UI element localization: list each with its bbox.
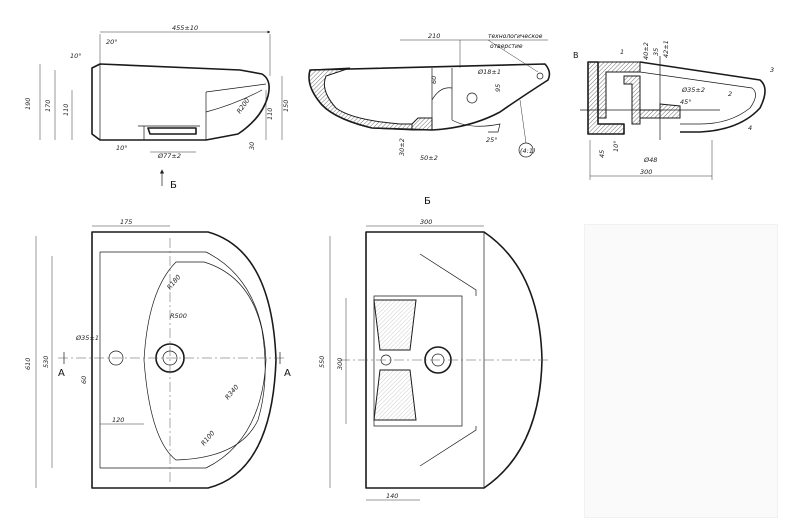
section-b-title: Б <box>424 196 431 207</box>
dim-120: 120 <box>112 416 124 424</box>
dim-300-vertical: 300 <box>336 358 344 370</box>
dim-45: 45 <box>598 150 606 158</box>
dim-r100: R100 <box>199 429 216 447</box>
dim-h190: 190 <box>24 98 32 110</box>
tech-note-2: отверстие <box>490 43 523 50</box>
num-1: 1 <box>620 48 624 56</box>
dim-dia77: Ø77±2 <box>157 152 181 160</box>
num-3: 3 <box>770 66 774 74</box>
dim-angle-top: 20° <box>106 38 118 46</box>
dim-530: 530 <box>42 356 50 368</box>
blank-panel <box>584 224 778 518</box>
bottom-view: 300 550 300 140 <box>318 218 550 501</box>
dim-h110-right: 110 <box>266 108 274 120</box>
dim-210: 210 <box>428 32 440 40</box>
dim-h110: 110 <box>62 104 70 116</box>
dim-10-bottom: 10° <box>116 144 128 152</box>
section-mark-a-left: A <box>58 368 65 379</box>
detail-scale: (4:1) <box>520 147 536 155</box>
section-a-view: В 1 2 3 4 40±2 35 42±1 Ø35±2 45° 45 10° … <box>573 40 774 180</box>
dim-60-top: 60 <box>80 376 88 384</box>
dim-dia48: Ø48 <box>643 156 657 164</box>
section-arrow-b: Б <box>170 180 177 191</box>
dim-42: 42±1 <box>662 40 670 58</box>
dim-h150-right: 150 <box>282 100 290 112</box>
dim-10-top: 10° <box>70 52 82 60</box>
label-v: В <box>573 51 579 60</box>
dim-dia35: Ø35±2 <box>681 86 705 94</box>
dim-610: 610 <box>24 358 32 370</box>
dim-300-bottom: 300 <box>420 218 432 226</box>
top-view: A A 175 610 530 Ø35±1 60 120 R180 R500 R… <box>24 218 291 489</box>
dim-50-2: 50±2 <box>420 154 438 162</box>
section-mark-a-right: A <box>284 368 291 379</box>
dim-r340: R340 <box>223 383 240 401</box>
tech-note-1: технологическое <box>488 33 543 40</box>
section-b-view: 210 технологическое отверстие Ø18±1 60 9… <box>308 32 551 207</box>
dim-a25: 25° <box>486 136 498 144</box>
dim-dia35-top: Ø35±1 <box>75 334 99 342</box>
dim-35: 35 <box>652 48 660 56</box>
dim-r200: R200 <box>235 97 251 115</box>
dim-10: 10° <box>612 140 620 152</box>
dim-length: 455±10 <box>172 24 198 32</box>
dim-60: 60 <box>430 76 438 84</box>
dim-a45: 45° <box>680 98 692 106</box>
dim-dia18: Ø18±1 <box>477 68 501 76</box>
num-4: 4 <box>748 124 752 132</box>
dim-140: 140 <box>386 492 398 500</box>
side-view: 455±10 20° 10° 190 170 110 R200 110 150 … <box>24 24 290 191</box>
dim-550: 550 <box>318 356 326 368</box>
dim-h170: 170 <box>44 100 52 112</box>
dim-95: 95 <box>494 84 502 92</box>
dim-30: 30 <box>248 142 256 150</box>
dim-175: 175 <box>120 218 132 226</box>
dim-40: 40±2 <box>642 42 650 60</box>
dim-30-2: 30±2 <box>398 138 406 156</box>
dim-300: 300 <box>640 168 652 176</box>
dim-r180: R180 <box>165 273 182 291</box>
num-2: 2 <box>728 90 732 98</box>
dim-r500: R500 <box>170 312 187 320</box>
